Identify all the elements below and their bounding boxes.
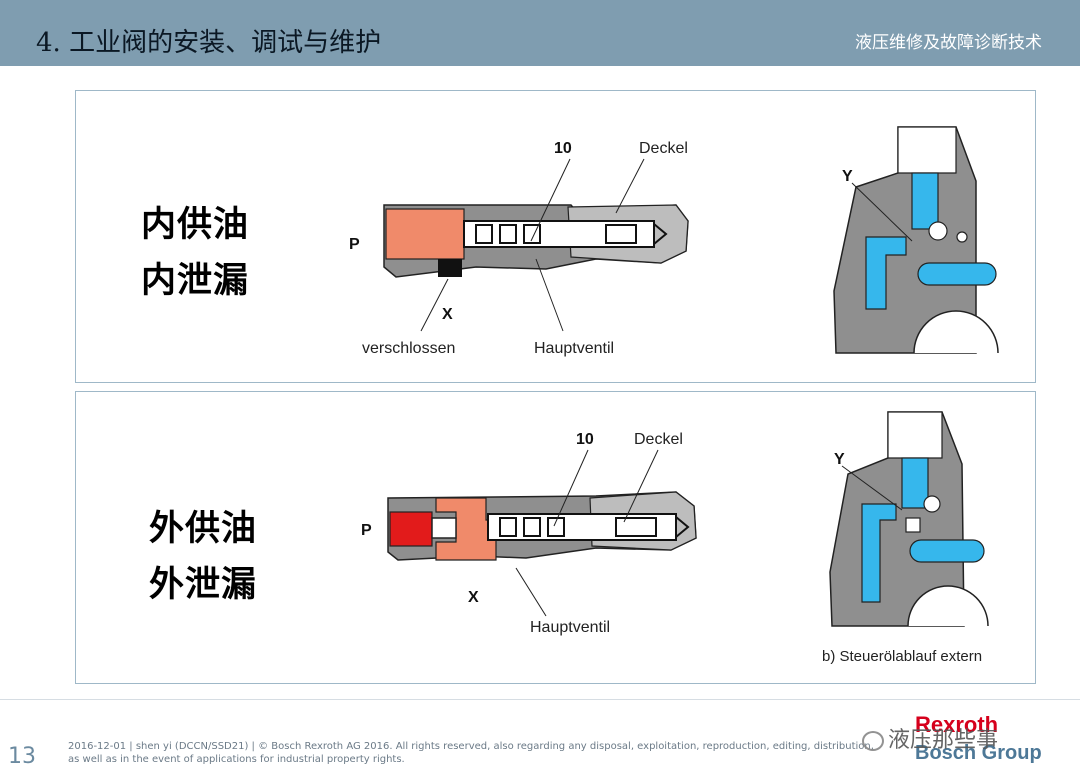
closed-plug [438, 259, 462, 277]
pilot-channel-vertical [911, 172, 939, 230]
label-x: X [468, 589, 479, 606]
pilot-channel-vertical [901, 457, 929, 509]
caption-external-leak: 外泄漏 [149, 564, 258, 605]
wechat-watermark: 液压那些事 [862, 722, 998, 754]
slide-title: 4. 工业阀的安装、调试与维护 [36, 28, 382, 58]
label-y: Y [842, 168, 853, 185]
panel-internal: 内供油 内泄漏 P 10 Deckel X verschlossen Haupt… [75, 90, 1036, 383]
wechat-text: 液压那些事 [888, 728, 999, 753]
pilot-channel-bend [865, 236, 907, 310]
label-steueroelablauf: b) Steuerölablauf extern [822, 648, 982, 665]
legal-notice: 2016-12-01 | shen yi (DCCN/SSD21) | © Bo… [68, 740, 888, 766]
label-x: X [442, 306, 453, 323]
caption-internal-leak: 内泄漏 [141, 260, 250, 301]
brand-rexroth: Rexroth [915, 712, 999, 737]
legal-line-1: 2016-12-01 | shen yi (DCCN/SSD21) | © Bo… [68, 741, 874, 752]
pilot-channel-horizontal [917, 262, 997, 286]
label-deckel: Deckel [634, 431, 683, 448]
label-10: 10 [576, 431, 594, 448]
label-y: Y [834, 451, 845, 468]
label-hauptventil: Hauptventil [530, 619, 610, 636]
pilot-channel-horizontal [909, 539, 985, 563]
label-verschlossen: verschlossen [362, 340, 455, 357]
caption-external-supply: 外供油 [149, 508, 258, 549]
footer-divider [0, 699, 1080, 700]
legal-line-2: as well as in the event of applications … [68, 754, 405, 765]
header-bar: 4. 工业阀的安装、调试与维护 液压维修及故障诊断技术 [0, 0, 1080, 66]
external-supply-port [389, 511, 433, 547]
page-number: 13 [8, 744, 36, 769]
valve-diagram-internal: P 10 Deckel X verschlossen Hauptventil Y [349, 126, 999, 357]
label-p: P [361, 522, 372, 539]
wechat-icon [862, 731, 884, 751]
pilot-area [435, 497, 497, 561]
valve-diagram-external: P 10 Deckel X Hauptventil Y b) Steueröla… [361, 411, 989, 665]
label-deckel: Deckel [639, 140, 688, 157]
label-p: P [349, 236, 360, 253]
caption-internal-supply: 内供油 [141, 204, 250, 245]
panel-external: 外供油 外泄漏 P 10 Deckel X Hauptventil Y b) S… [75, 391, 1036, 684]
slide-subtitle: 液压维修及故障诊断技术 [855, 33, 1042, 53]
pilot-channel-bend [861, 503, 897, 603]
brand-bosch-group: Bosch Group [915, 742, 1042, 764]
pilot-area [385, 208, 465, 260]
label-hauptventil: Hauptventil [534, 340, 614, 357]
label-10: 10 [554, 140, 572, 157]
